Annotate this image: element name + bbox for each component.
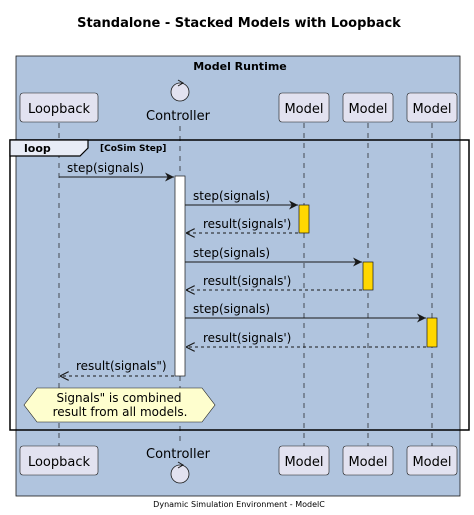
diagram-title: Standalone - Stacked Models with Loopbac… [77,16,401,31]
message-6-label: step(signals) [193,302,270,316]
message-7: result(signals') [186,331,426,347]
participant-loopback-top[interactable]: Loopback [19,92,99,123]
participant-model-1-label: Model [284,102,323,117]
message-7-label: result(signals') [203,331,291,345]
message-3: result(signals') [186,217,298,233]
activation-controller [174,175,186,377]
participant-controller-top[interactable]: Controller [146,79,211,124]
participant-controller-bottom[interactable]: Controller [146,447,211,484]
note-line-1: Signals" is combined [56,391,181,405]
participant-model-3-bottom[interactable]: Model [406,445,458,476]
note-line-2: result from all models. [53,405,188,419]
message-2: step(signals) [185,189,298,210]
activation-model-2 [362,261,374,291]
participant-model-3-top[interactable]: Model [406,92,458,123]
participant-loopback-label: Loopback [28,102,91,117]
message-4: step(signals) [185,246,362,267]
participant-model-3-label-bottom: Model [412,455,451,470]
message-1: step(signals) [59,161,174,182]
participant-model-2-top[interactable]: Model [342,92,394,123]
control-icon [170,464,190,484]
message-3-label: result(signals') [203,217,291,231]
message-4-label: step(signals) [193,246,270,260]
activation-model-3 [426,317,438,348]
participant-model-2-bottom[interactable]: Model [342,445,394,476]
participant-model-2-label-bottom: Model [348,455,387,470]
loop-condition: [CoSim Step] [100,144,166,154]
participant-controller-label: Controller [146,109,211,124]
participant-model-1-bottom[interactable]: Model [278,445,330,476]
participant-model-3-label: Model [412,102,451,117]
participant-loopback-bottom[interactable]: Loopback [19,445,99,476]
diagram-footer: Dynamic Simulation Environment - ModelC [153,500,325,509]
message-6: step(signals) [185,302,426,323]
loop-frame: loop [CoSim Step] [9,139,470,431]
control-icon [170,82,190,102]
loop-keyword: loop [24,142,51,155]
message-5: result(signals') [186,274,362,290]
activation-model-1 [298,204,310,234]
runtime-box-title: Model Runtime [193,60,287,73]
message-2-label: step(signals) [193,189,270,203]
participant-loopback-label-bottom: Loopback [28,455,91,470]
participant-controller-label-bottom: Controller [146,447,211,462]
participant-model-1-top[interactable]: Model [278,92,330,123]
runtime-box [15,55,461,497]
message-5-label: result(signals') [203,274,291,288]
participant-model-1-label-bottom: Model [284,455,323,470]
message-1-label: step(signals) [67,161,144,175]
message-8-label: result(signals") [76,359,167,373]
message-8: result(signals") [60,359,174,376]
participant-model-2-label: Model [348,102,387,117]
note: Signals" is combined result from all mod… [23,387,216,423]
